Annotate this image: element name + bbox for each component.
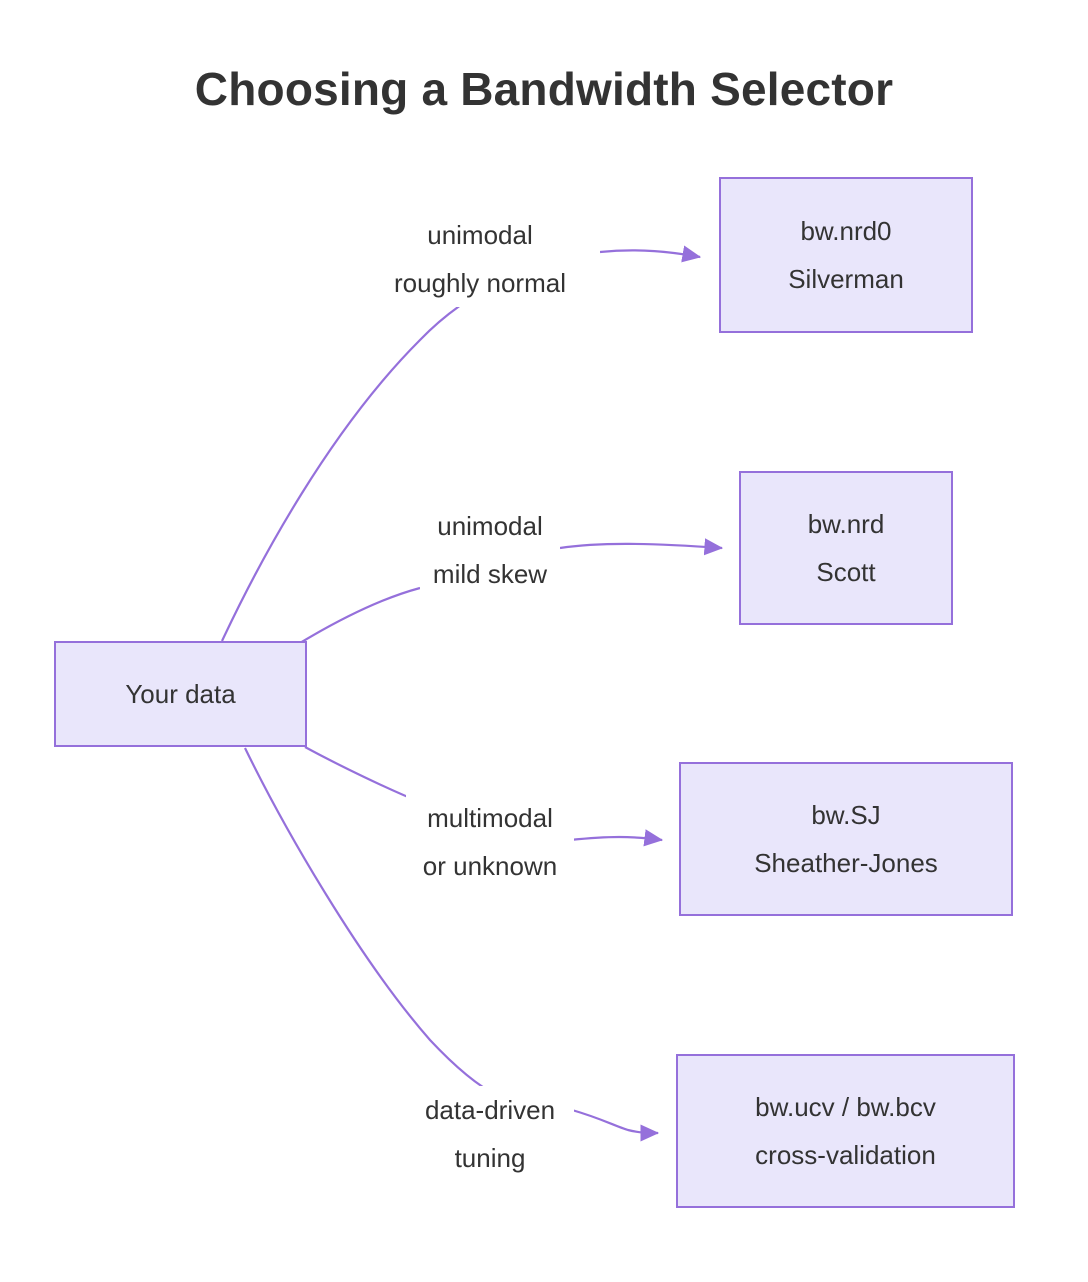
- node-bw-sj[interactable]: bw.SJ Sheather-Jones: [679, 762, 1013, 916]
- node-bw-sj-line1: bw.SJ: [811, 800, 881, 830]
- edge-arrow-cv: [571, 1108, 660, 1142]
- edge-arrow-nrd0: [599, 245, 702, 263]
- node-bw-nrd0-line1: bw.nrd0: [800, 216, 892, 246]
- edge-source-to-nrd: [299, 586, 421, 644]
- edge-arrow-nrd: [559, 538, 724, 556]
- node-bw-cv[interactable]: bw.ucv / bw.bcv cross-validation: [676, 1054, 1015, 1208]
- node-bw-nrd0-line2: Silverman: [788, 264, 904, 294]
- node-your-data-line1: Your data: [125, 679, 236, 709]
- node-bw-cv-line1: bw.ucv / bw.bcv: [755, 1092, 936, 1122]
- node-bw-sj-line2: Sheather-Jones: [754, 848, 938, 878]
- edge-source-to-cv: [244, 747, 499, 1097]
- node-bw-nrd[interactable]: bw.nrd Scott: [739, 471, 953, 625]
- node-bw-nrd-line1: bw.nrd: [807, 509, 885, 539]
- node-bw-cv-line2: cross-validation: [755, 1140, 936, 1170]
- page-title: Choosing a Bandwidth Selector: [194, 63, 894, 115]
- node-bw-nrd0[interactable]: bw.nrd0 Silverman: [719, 177, 973, 333]
- edge-source-to-sj: [304, 746, 421, 804]
- edge-source-to-nrd0: [221, 250, 601, 642]
- node-bw-nrd-line2: Scott: [816, 557, 876, 587]
- edge-arrow-sj: [569, 829, 664, 847]
- node-your-data[interactable]: Your data: [54, 641, 307, 747]
